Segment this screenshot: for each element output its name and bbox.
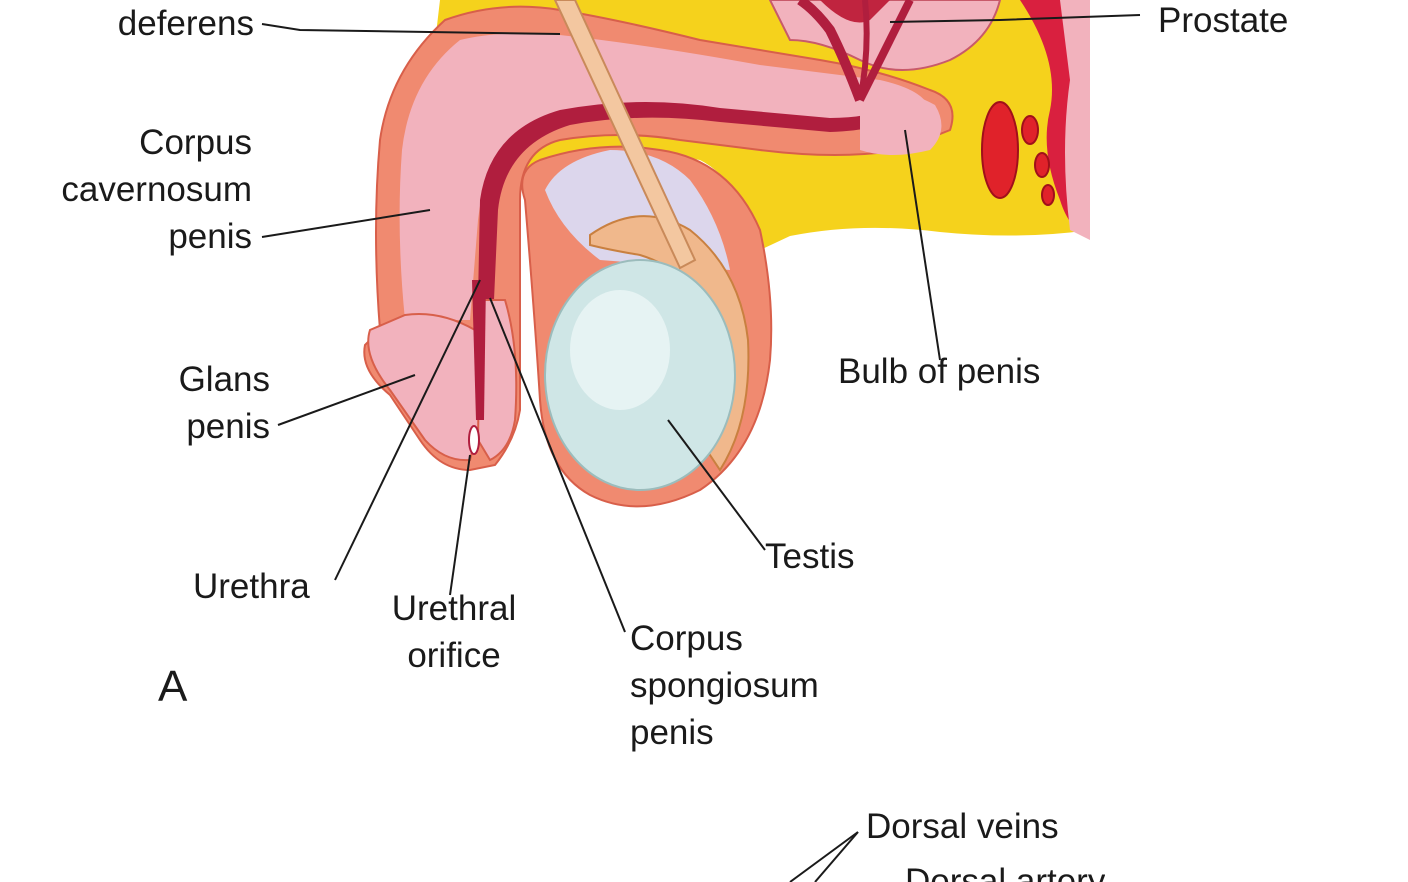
label-line: A	[158, 662, 188, 711]
vas-deferens-shape	[553, 0, 697, 270]
label-line: Glans	[178, 360, 270, 399]
glans-shape	[367, 313, 482, 462]
label-line: Bulb of penis	[838, 352, 1041, 391]
label-ductus-deferens: deferens	[30, 0, 254, 47]
label-line: Urethral	[391, 589, 517, 628]
label-line: Corpus	[630, 619, 743, 658]
prostate-shape	[768, 0, 1002, 71]
label-line: penis	[168, 217, 252, 256]
label-bulb-of-penis: Bulb of penis	[838, 348, 1040, 395]
label-line: Urethra	[193, 567, 310, 606]
scrotum	[521, 145, 773, 508]
penis-shaft	[363, 5, 954, 472]
label-line: Corpus	[139, 123, 252, 162]
label-prostate: Prostate	[1158, 0, 1288, 44]
label-line: spongiosum	[630, 666, 819, 705]
label-line: Dorsal artery	[905, 862, 1106, 882]
label-urethra: Urethra	[193, 563, 310, 610]
label-line: cavernosum	[61, 170, 252, 209]
leader-lines	[261, 14, 1141, 882]
label-corpus-cavernosum: Corpus cavernosum penis	[20, 119, 252, 260]
label-dorsal-veins: Dorsal veins	[866, 803, 1059, 850]
label-line: penis	[630, 713, 714, 752]
corpus-cavernosum-shape	[399, 33, 931, 320]
label-line: Prostate	[1158, 1, 1289, 40]
label-line: penis	[186, 407, 270, 446]
label-line: Dorsal veins	[866, 807, 1059, 846]
label-line: orifice	[407, 636, 501, 675]
panel-letter: A	[158, 662, 187, 712]
label-testis: Testis	[765, 533, 854, 580]
sphincter-muscle	[981, 101, 1055, 206]
label-dorsal-artery: Dorsal artery	[905, 858, 1105, 882]
label-line: deferens	[117, 4, 254, 43]
bulb-shape	[860, 91, 942, 155]
label-line: Testis	[765, 537, 855, 576]
label-urethral-orifice: Urethral orifice	[372, 585, 536, 679]
label-corpus-spongiosum: Corpus spongiosum penis	[630, 615, 819, 756]
label-glans-penis: Glans penis	[110, 356, 270, 450]
